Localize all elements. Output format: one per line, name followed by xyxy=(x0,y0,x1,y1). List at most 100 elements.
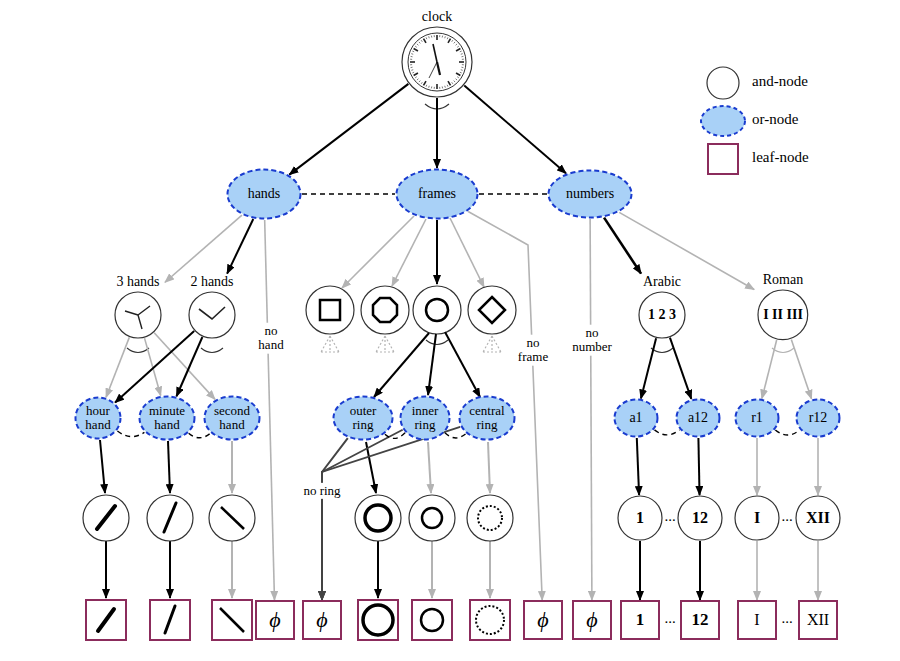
connector xyxy=(106,337,129,397)
leaf-node: 1 xyxy=(620,600,660,640)
clock-tick xyxy=(444,36,446,38)
clock-tick xyxy=(461,67,463,68)
or-node-outline xyxy=(460,397,515,440)
clock-tick xyxy=(426,37,428,39)
clock-tick xyxy=(428,86,430,88)
legend-swatch xyxy=(700,141,750,177)
clock-tick xyxy=(428,36,430,38)
leaf-node-outline xyxy=(256,601,294,639)
clock-tick xyxy=(434,87,435,89)
node-label: central ring xyxy=(467,404,507,433)
and-arcs xyxy=(127,104,794,353)
or-node-outline xyxy=(549,171,632,218)
connector xyxy=(641,338,656,398)
node-label: numbers xyxy=(566,186,614,201)
edge-label: no number xyxy=(565,325,619,356)
or-node: hour hand xyxy=(74,396,122,440)
node-label: ϕ xyxy=(269,608,280,632)
node-label: a1 xyxy=(629,410,642,425)
node-label: ϕ xyxy=(586,608,597,632)
connector xyxy=(604,218,641,274)
ellipsis: ... xyxy=(779,609,794,628)
node-label: XII xyxy=(806,509,830,527)
clock-minute-hand xyxy=(433,44,437,62)
connector xyxy=(699,541,701,600)
connector xyxy=(775,430,799,435)
leaf-node-outline xyxy=(621,601,659,639)
connector xyxy=(590,219,592,600)
node-symbol-text: 1 2 3 xyxy=(648,307,676,322)
and-node-outline xyxy=(618,496,662,540)
legend-text: leaf-node xyxy=(752,149,809,166)
connector xyxy=(619,212,754,289)
leaf-node: ϕ xyxy=(572,600,612,640)
or-node-outline xyxy=(205,397,260,440)
clock-tick xyxy=(410,64,412,65)
and-node: Arabic 1 2 3 xyxy=(635,274,689,339)
connector xyxy=(436,98,438,168)
clock-tick xyxy=(442,86,443,88)
connector xyxy=(322,430,403,600)
or-node: r1 xyxy=(734,398,780,438)
or-node: second hand xyxy=(203,395,261,441)
leaf-node: ϕ xyxy=(302,600,342,640)
legend-text: or-node xyxy=(752,111,798,128)
clock-tick xyxy=(457,46,459,47)
collapsed-branches xyxy=(321,336,501,352)
clock-tick xyxy=(456,73,460,76)
or-node-outline xyxy=(140,397,195,440)
and-node-outline xyxy=(639,292,685,338)
or-node-outline xyxy=(334,397,393,440)
connector xyxy=(762,340,777,398)
node-body xyxy=(188,291,236,339)
connector xyxy=(756,438,758,495)
or-node-outline xyxy=(228,170,301,219)
clock-tick xyxy=(421,40,422,42)
and-node-circle xyxy=(114,291,162,339)
clock-tick xyxy=(456,79,457,80)
clock-tick xyxy=(424,39,427,43)
connector xyxy=(791,339,811,398)
leaf-node-outline xyxy=(799,601,837,639)
and-node-outline xyxy=(115,292,161,338)
clock-tick xyxy=(454,42,455,43)
clock-tick xyxy=(456,49,460,52)
node-label: frames xyxy=(418,186,456,201)
or-node: a1 xyxy=(613,398,659,438)
clock-tick xyxy=(452,82,453,84)
clock-tick xyxy=(419,81,420,82)
node-label: I xyxy=(754,611,759,629)
clock-tick xyxy=(436,84,438,89)
connector xyxy=(115,331,194,402)
connector xyxy=(154,333,215,400)
connector xyxy=(302,193,395,194)
and-node-outline xyxy=(189,292,235,338)
connector xyxy=(227,219,253,274)
connector xyxy=(445,433,466,438)
leaf-node-outline xyxy=(681,601,719,639)
clock-tick xyxy=(457,77,459,78)
clock-tick xyxy=(462,64,464,65)
node-label: 12 xyxy=(692,611,709,630)
ring-links xyxy=(374,332,480,397)
legend-swatch xyxy=(700,65,750,101)
clock-tick xyxy=(415,46,417,47)
clock-tick xyxy=(411,69,413,71)
or-node: outer ring xyxy=(332,395,394,441)
node-body: 1 2 3 xyxy=(638,291,686,339)
and-node-circle xyxy=(401,26,473,98)
and-node: XII xyxy=(795,495,841,541)
ring-terminals xyxy=(355,442,513,640)
root-and-node: clock xyxy=(398,9,476,98)
clock-tick xyxy=(452,40,453,42)
node-heading: Arabic xyxy=(643,274,681,289)
node-label: hands xyxy=(248,186,281,201)
connector xyxy=(289,84,408,175)
clock-tick xyxy=(412,72,414,74)
frame-links xyxy=(342,216,484,288)
node-label: r12 xyxy=(809,410,828,425)
connector xyxy=(265,220,275,600)
and-node: 2 hands xyxy=(185,274,239,339)
clock-tick xyxy=(411,67,413,68)
clock-tick xyxy=(439,87,440,89)
